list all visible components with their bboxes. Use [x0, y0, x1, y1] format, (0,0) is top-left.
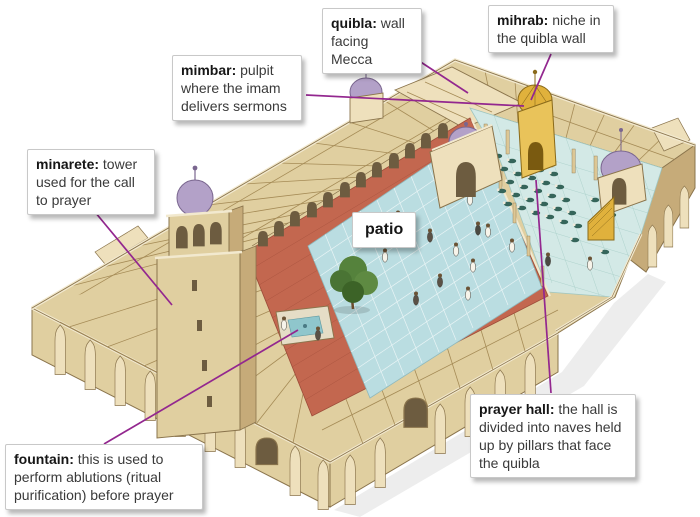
label-mimbar-text: pulpit where the imam delivers sermons — [181, 62, 287, 114]
front-door-arch — [402, 396, 429, 429]
label-fountain-term: fountain: — [14, 451, 74, 467]
label-fountain-text: this is used to perform ablutions (ritua… — [14, 451, 174, 503]
label-prayer-hall-term: prayer hall: — [479, 401, 555, 417]
callout-line-mimbar — [305, 94, 525, 107]
label-patio-term: patio — [365, 221, 404, 238]
label-minarete: minarete: tower used for the call to pra… — [27, 149, 155, 215]
label-patio: patio — [352, 212, 417, 248]
label-fountain: fountain: this is used to perform abluti… — [5, 444, 203, 510]
minaret-dome-icon — [176, 179, 214, 217]
callout-line-mihrab — [530, 53, 552, 101]
callout-line-prayer-hall — [535, 179, 552, 394]
label-prayer-hall: prayer hall: the hall is divided into na… — [470, 394, 636, 478]
callout-line-minarete — [94, 211, 173, 306]
label-minarete-term: minarete: — [36, 156, 100, 172]
label-mimbar: mimbar: pulpit where the imam delivers s… — [172, 55, 302, 121]
callout-line-fountain — [103, 329, 299, 445]
gateway-pavilion — [429, 122, 503, 209]
side-door-arch — [254, 436, 279, 466]
label-mihrab-text: niche in the quibla wall — [497, 12, 601, 46]
label-quibla: quibla: wall facing Mecca — [322, 8, 422, 74]
label-mimbar-term: mimbar: — [181, 62, 237, 78]
mimbar-pulpit — [587, 195, 615, 241]
label-minarete-text: tower used for the call to prayer — [36, 156, 138, 208]
label-mihrab-term: mihrab: — [497, 12, 549, 28]
tree — [330, 256, 378, 314]
fountain-basin — [275, 305, 335, 346]
northwest-kiosk — [349, 70, 384, 124]
label-quibla-text: wall facing Mecca — [331, 15, 405, 67]
label-prayer-hall-text: the hall is divided into naves held up b… — [479, 401, 622, 471]
mihrab-gold-dome — [517, 69, 557, 179]
minaret-tower — [154, 165, 257, 439]
label-quibla-term: quibla: — [331, 15, 377, 31]
label-mihrab: mihrab: niche in the quibla wall — [488, 5, 614, 53]
corner-kiosk — [587, 128, 647, 241]
ground-shadow — [334, 274, 666, 517]
